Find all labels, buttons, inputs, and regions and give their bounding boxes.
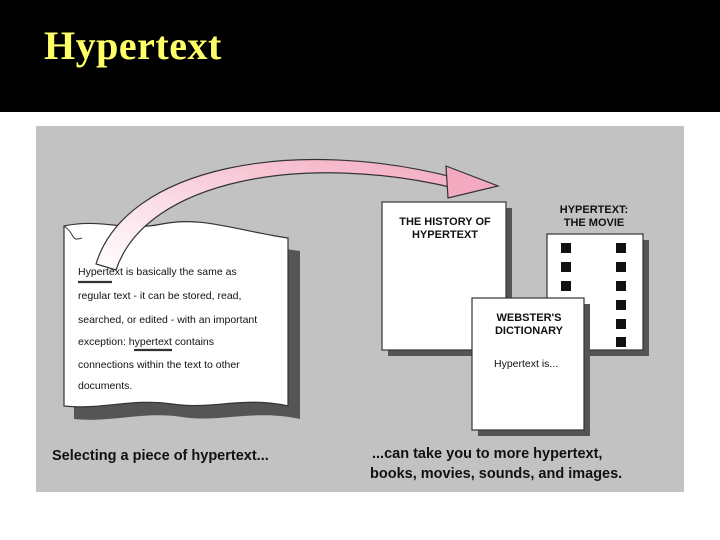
history-book (381, 201, 512, 356)
document-line-hyperlink[interactable]: exception: hypertext contains (78, 336, 214, 348)
document-line: Hypertext is basically the same as (78, 266, 237, 278)
document-line: regular text - it can be stored, read, (78, 290, 242, 302)
dictionary-text: Hypertext is... (494, 358, 559, 370)
curled-document (63, 221, 300, 420)
diagram-panel: Hypertext is basically the same as regul… (36, 126, 684, 492)
title-bar: Hypertext (0, 0, 720, 112)
document-line: documents. (78, 380, 133, 392)
caption-right-line2: books, movies, sounds, and images. (370, 466, 623, 482)
movie-film-strip (546, 233, 649, 356)
caption-left: Selecting a piece of hypertext... (52, 448, 269, 464)
history-book-title: THE HISTORY OF HYPERTEXT (399, 216, 491, 241)
hypertext-diagram (63, 158, 649, 436)
document-line: connections within the text to other (78, 359, 240, 371)
link-arrow (95, 158, 501, 271)
dictionary-book (471, 297, 590, 436)
dictionary-title: WEBSTER'S DICTIONARY (494, 312, 564, 337)
caption-right-line1: ...can take you to more hypertext, (372, 446, 603, 462)
slide-title: Hypertext (44, 23, 222, 68)
document-line: searched, or edited - with an important (78, 314, 258, 326)
movie-title: HYPERTEXT: THE MOVIE (559, 204, 629, 229)
